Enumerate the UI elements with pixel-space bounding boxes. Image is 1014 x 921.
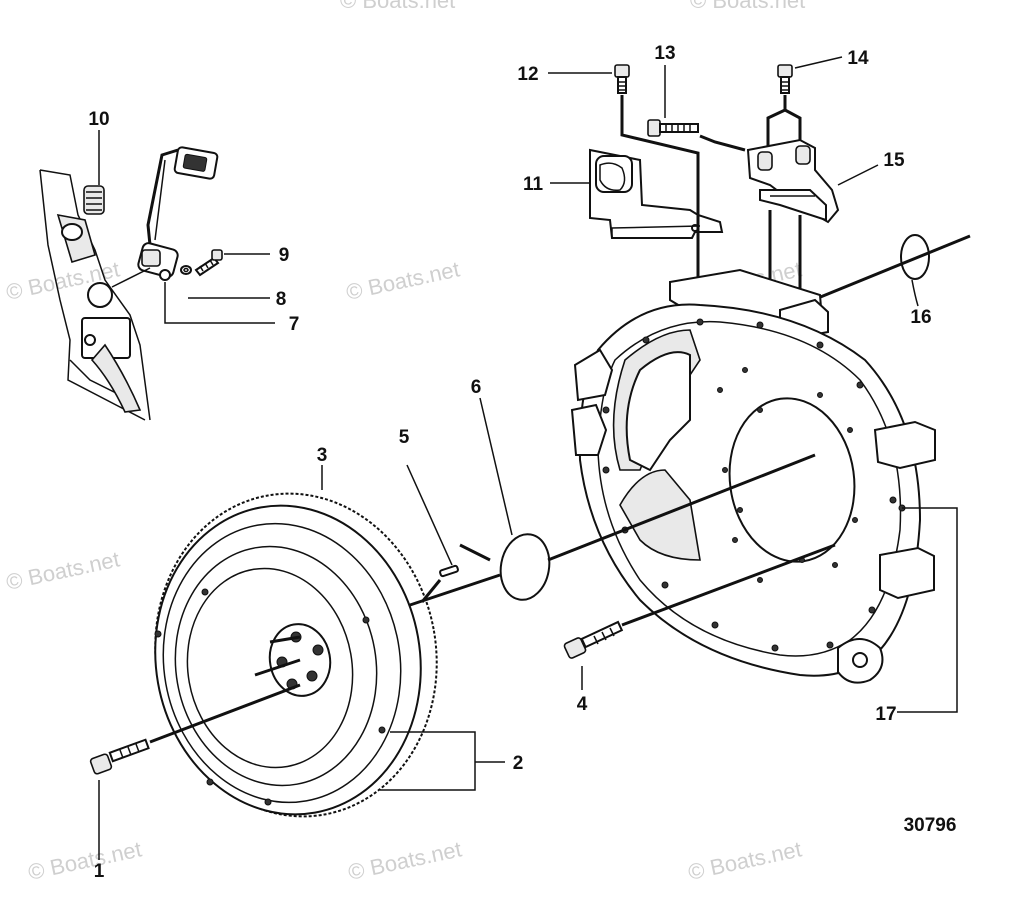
alignment-line <box>459 543 491 562</box>
callout-10: 10 <box>88 109 109 130</box>
watermark: © Boats.net <box>344 256 462 304</box>
callout-14: 14 <box>847 48 869 69</box>
crank-position-sensor <box>137 146 219 281</box>
callout-12: 12 <box>517 64 538 85</box>
bolt-13 <box>647 65 746 152</box>
alignment-line <box>409 573 501 607</box>
watermark: © Boats.net <box>346 836 464 884</box>
watermark: © Boats.net <box>26 836 144 884</box>
flywheel-housing <box>570 268 936 684</box>
watermark: © Boats.net <box>4 546 122 594</box>
alignment-line <box>547 453 816 562</box>
diagram-part-number: 30796 <box>904 815 957 836</box>
disc-6 <box>499 533 551 601</box>
callout-15: 15 <box>883 150 905 171</box>
callout-16: 16 <box>910 307 931 328</box>
callout-6: 6 <box>471 377 482 398</box>
callout-5: 5 <box>399 427 410 448</box>
watermark: © Boats.net <box>690 0 805 13</box>
callout-3: 3 <box>317 445 328 466</box>
flywheel-bolt-1 <box>89 683 301 775</box>
callout-labels: 1 2 3 4 5 6 7 8 9 10 11 12 13 14 15 16 1… <box>88 43 931 882</box>
screw-9 <box>111 249 223 288</box>
callout-2: 2 <box>513 753 524 774</box>
leader-lines <box>98 130 958 860</box>
dowel-pin-5 <box>420 564 459 603</box>
callout-8: 8 <box>276 289 287 310</box>
watermark: © Boats.net <box>686 836 804 884</box>
cap-16 <box>817 234 971 307</box>
callout-11: 11 <box>523 174 544 195</box>
callout-1: 1 <box>94 861 105 882</box>
callout-13: 13 <box>654 43 675 64</box>
bracket-11 <box>589 148 724 239</box>
bolt-12 <box>548 64 700 283</box>
flywheel <box>154 492 438 818</box>
callout-9: 9 <box>279 245 290 266</box>
callout-17: 17 <box>875 704 896 725</box>
watermark: © Boats.net <box>340 0 455 13</box>
callout-4: 4 <box>577 694 588 715</box>
housing-bolt-4 <box>563 543 836 659</box>
washer-8 <box>180 265 192 275</box>
stud-10 <box>61 185 105 241</box>
callout-7: 7 <box>289 314 300 335</box>
